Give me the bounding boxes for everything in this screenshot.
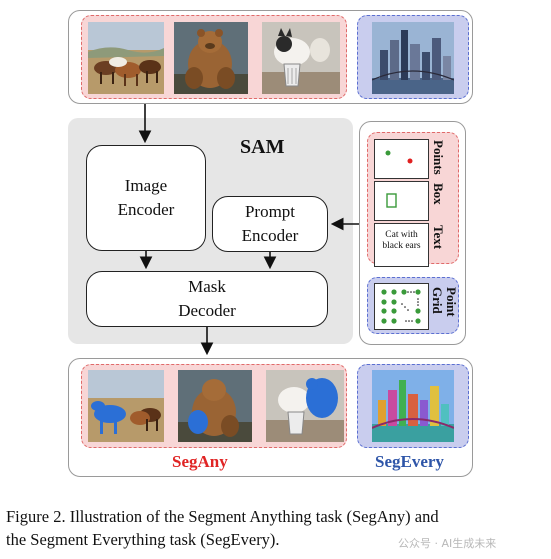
cat-mask-image <box>266 370 344 442</box>
positive-point-icon <box>385 150 391 156</box>
bears-image <box>174 22 248 94</box>
points-prompt-box <box>374 139 429 179</box>
mask-decoder-line1: Mask <box>188 277 226 296</box>
mask-decoder-line2: Decoder <box>178 301 236 320</box>
negative-point-icon <box>407 158 413 164</box>
point-grid-line2: Grid <box>430 287 445 314</box>
caption-line2: the Segment Everything task (SegEvery). <box>6 530 280 549</box>
cat-image <box>262 22 340 94</box>
bounding-box-icon <box>386 193 397 208</box>
horses-image <box>88 22 164 94</box>
text-prompt-line1: Cat with <box>385 230 418 240</box>
sam-title: SAM <box>240 136 285 158</box>
segevery-label: SegEvery <box>375 452 444 471</box>
box-label: Box <box>431 183 446 205</box>
watermark: 公众号 · AI生成未来 <box>398 537 497 550</box>
text-label: Text <box>431 225 446 250</box>
horses-mask-image <box>88 370 164 442</box>
image-encoder-line1: Image <box>124 176 168 195</box>
city-mask-image <box>372 370 454 442</box>
point-grid-line1: Point <box>444 287 459 317</box>
city-image <box>372 22 454 94</box>
point-grid-box <box>374 283 429 330</box>
text-prompt-line2: black ears <box>382 241 421 251</box>
caption-line1: Figure 2. Illustration of the Segment An… <box>6 507 439 526</box>
prompt-encoder-line1: Prompt <box>244 202 296 221</box>
points-label: Points <box>431 140 446 175</box>
prompt-encoder-line2: Encoder <box>241 226 299 245</box>
figure-caption: Figure 2. Illustration of the Segment An… <box>6 505 546 551</box>
bears-mask-image <box>178 370 252 442</box>
image-encoder-line2: Encoder <box>117 200 175 219</box>
segany-label: SegAny <box>172 452 228 471</box>
box-prompt-box <box>374 181 429 221</box>
